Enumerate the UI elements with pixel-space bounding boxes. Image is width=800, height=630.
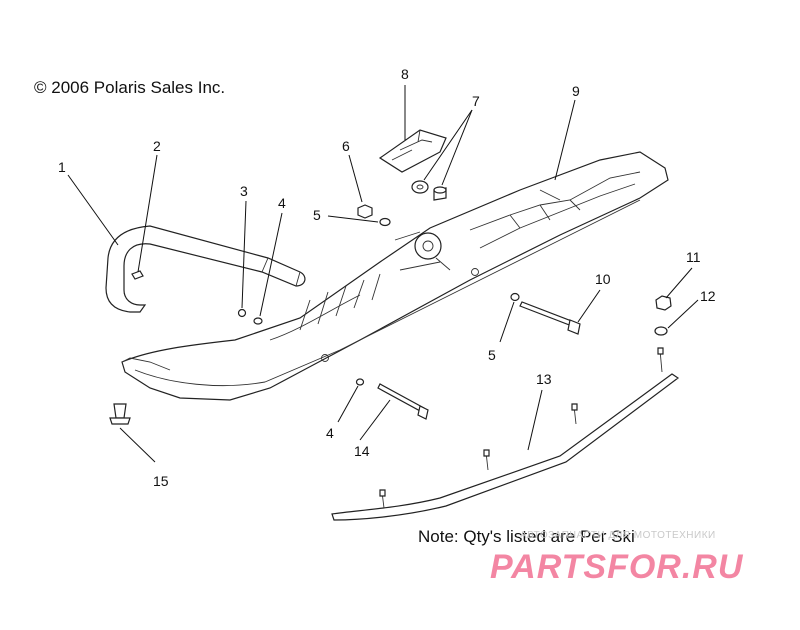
ski-handle — [105, 225, 306, 313]
watermark-subtitle: АВТОЗАПЧАСТИ ДЛЯ МОТОТЕХНИКИ — [520, 530, 716, 541]
callout-2: 2 — [153, 138, 161, 154]
callout-5-upper: 5 — [313, 207, 321, 223]
callout-3: 3 — [240, 183, 248, 199]
callout-1: 1 — [58, 159, 66, 175]
callout-13: 13 — [536, 371, 552, 387]
callout-8: 8 — [401, 66, 409, 82]
callout-14: 14 — [354, 443, 370, 459]
callout-4-upper: 4 — [278, 195, 286, 211]
note-text: Note: Qty's listed are Per Ski — [418, 527, 635, 546]
callout-4-lower: 4 — [326, 425, 334, 441]
callout-9: 9 — [572, 83, 580, 99]
copyright-text: © 2006 Polaris Sales Inc. — [34, 78, 226, 97]
callout-labels: 1 2 3 4 5 6 7 8 9 10 11 12 5 4 14 13 15 — [58, 66, 716, 489]
callout-10: 10 — [595, 271, 611, 287]
callout-12: 12 — [700, 288, 716, 304]
wear-bar — [331, 347, 680, 521]
watermark-logo: PARTSFOR.RU — [490, 548, 744, 586]
hardware — [109, 129, 672, 425]
leader-lines — [67, 85, 699, 463]
callout-6: 6 — [342, 138, 350, 154]
callout-5-lower: 5 — [488, 347, 496, 363]
callout-7: 7 — [472, 93, 480, 109]
callout-15: 15 — [153, 473, 169, 489]
ski-body — [121, 151, 669, 401]
callout-11: 11 — [686, 249, 701, 265]
